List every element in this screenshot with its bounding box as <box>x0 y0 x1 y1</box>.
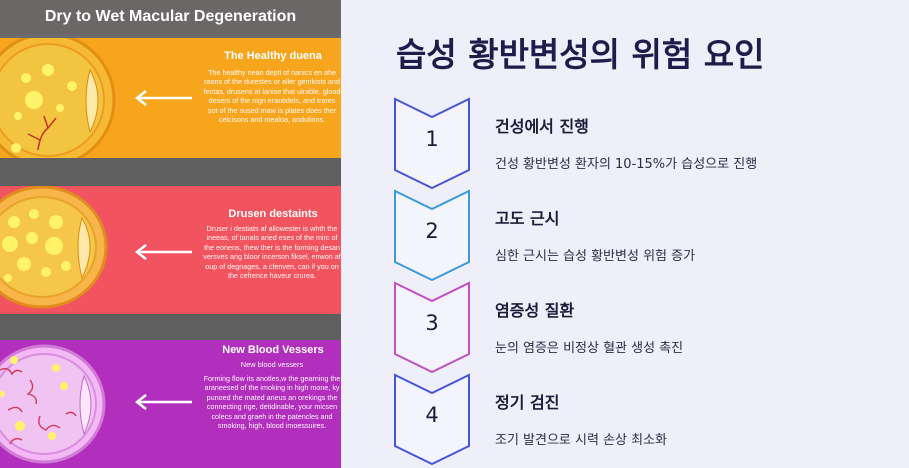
step-number: 3 <box>425 311 439 335</box>
risk-step: 4 정기 검진 조기 발견으로 시력 손상 최소화 <box>392 373 892 465</box>
band-divider <box>0 158 341 186</box>
step-number: 2 <box>425 219 439 243</box>
infographic-title: Dry to Wet Macular Degeneration <box>0 0 341 34</box>
page-title: 습성 황반변성의 위험 요인 <box>396 35 765 74</box>
chevron-step-icon <box>394 97 470 189</box>
chevron-step-icon <box>394 373 470 465</box>
band-divider <box>0 314 341 340</box>
band-subheading: New blood vessers <box>240 360 304 369</box>
band-heading: Drusen destaints <box>228 208 318 220</box>
step-description: 심한 근시는 습성 황반변성 위험 증가 <box>495 249 696 264</box>
step-number: 1 <box>425 127 439 151</box>
step-description: 건성 황반변성 환자의 10-15%가 습성으로 진행 <box>495 157 758 172</box>
band-text: Druser i destiats af allowester is whth … <box>203 224 341 281</box>
band-text: The healthy nean depti of nanics en ahe … <box>203 68 341 125</box>
wet-eye-illustration <box>0 344 106 464</box>
chevron-step-icon <box>394 281 470 373</box>
healthy-eye-illustration <box>0 38 116 158</box>
arrow-left-icon <box>134 244 192 260</box>
step-number: 4 <box>425 403 439 427</box>
step-title: 고도 근시 <box>495 209 560 228</box>
band-text: Forming flow its anotles,w the gearning … <box>203 374 341 431</box>
risk-step: 2 고도 근시 심한 근시는 습성 황반변성 위험 증가 <box>392 189 892 281</box>
step-title: 건성에서 진행 <box>495 117 589 136</box>
healthy-band: The Healthy duena The healthy nean depti… <box>0 38 341 158</box>
step-title: 염증성 질환 <box>495 301 575 320</box>
risk-step: 1 건성에서 진행 건성 황반변성 환자의 10-15%가 습성으로 진행 <box>392 97 892 189</box>
step-description: 눈의 염증은 비정상 혈관 생성 촉진 <box>495 341 684 356</box>
arrow-left-icon <box>134 394 192 410</box>
band-heading: New Blood Vessers <box>222 344 324 356</box>
chevron-step-icon <box>394 189 470 281</box>
drusen-band: Drusen destaints Druser i destiats af al… <box>0 186 341 314</box>
drusen-eye-illustration <box>0 186 108 309</box>
step-title: 정기 검진 <box>495 393 560 412</box>
new-blood-vessels-band: New Blood Vessers New blood vessers Form… <box>0 340 341 468</box>
macular-degeneration-infographic: Dry to Wet Macular Degeneration The Heal… <box>0 0 341 468</box>
step-description: 조기 발견으로 시력 손상 최소화 <box>495 433 668 448</box>
arrow-left-icon <box>134 90 192 106</box>
risk-step: 3 염증성 질환 눈의 염증은 비정상 혈관 생성 촉진 <box>392 281 892 373</box>
band-heading: The Healthy duena <box>224 50 322 62</box>
